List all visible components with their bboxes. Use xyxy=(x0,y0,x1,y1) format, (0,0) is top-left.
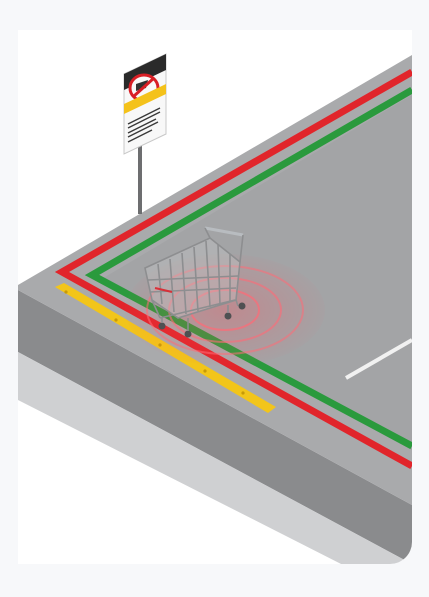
sign-post xyxy=(138,142,142,214)
illustration-card xyxy=(18,30,412,564)
parking-lot-illustration xyxy=(18,30,412,564)
